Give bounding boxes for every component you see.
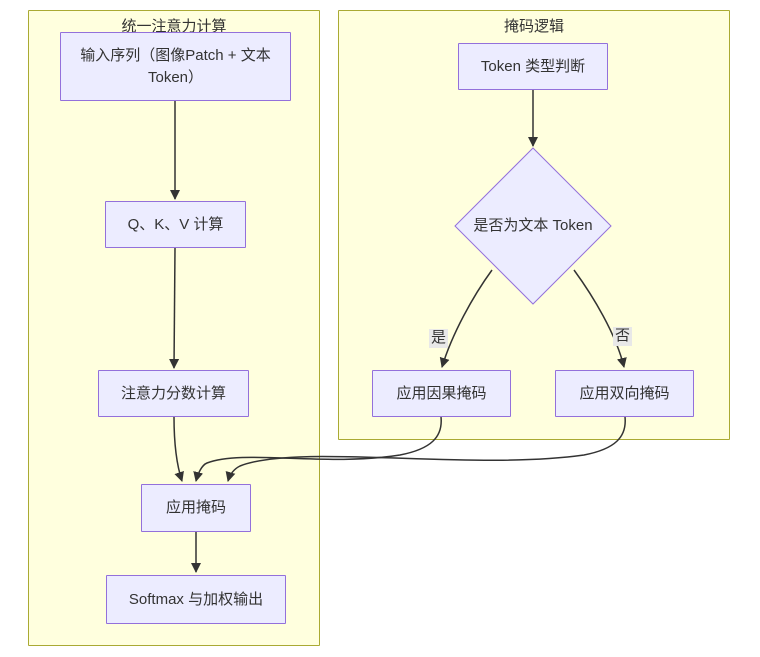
node-is-text-decision-label: 是否为文本 Token	[473, 217, 593, 235]
node-token-type: Token 类型判断	[458, 43, 608, 90]
cluster-unified-attention-title: 统一注意力计算	[121, 18, 227, 35]
node-bidirectional-mask: 应用双向掩码	[555, 370, 694, 417]
node-causal-mask: 应用因果掩码	[372, 370, 511, 417]
node-input-sequence: 输入序列（图像Patch + 文本Token）	[60, 32, 291, 101]
cluster-mask-logic-title: 掩码逻辑	[503, 18, 564, 35]
edge-label-yes: 是	[429, 329, 449, 348]
node-apply-mask: 应用掩码	[141, 484, 251, 532]
node-attention-score: 注意力分数计算	[98, 370, 249, 417]
node-softmax-output: Softmax 与加权输出	[106, 575, 286, 624]
cluster-unified-attention: 统一注意力计算	[28, 10, 320, 646]
node-qkv-computation: Q、K、V 计算	[105, 201, 246, 248]
edge-label-no: 否	[613, 327, 633, 346]
